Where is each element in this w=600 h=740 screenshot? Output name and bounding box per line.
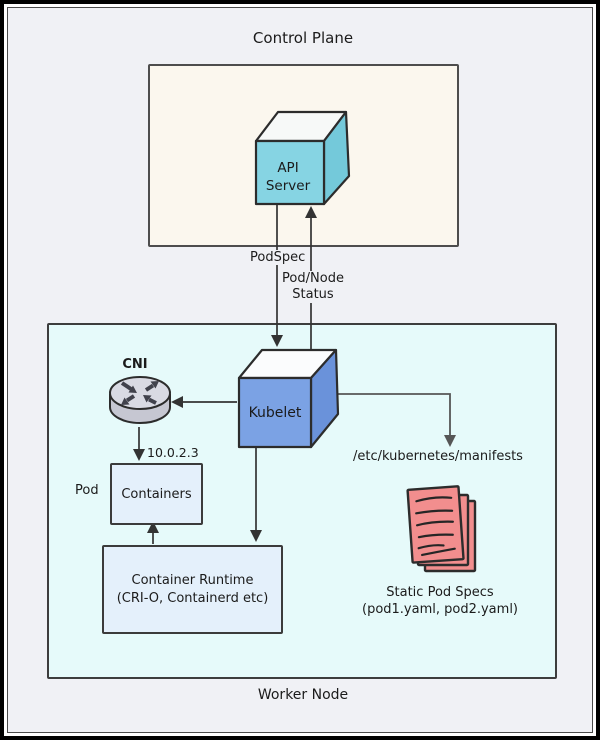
manifests-path-label: /etc/kubernetes/manifests [353, 449, 523, 464]
pod-node-status-label: Pod/Node Status [279, 271, 347, 303]
pod-label: Pod [75, 483, 99, 498]
pod-ip-label: 10.0.2.3 [147, 445, 199, 460]
api-server-label: API Server [252, 159, 324, 195]
static-pod-specs-label: Static Pod Specs (pod1.yaml, pod2.yaml) [362, 584, 518, 618]
containers-box: Containers [110, 463, 203, 525]
podspec-label: PodSpec [247, 250, 309, 265]
containers-label: Containers [121, 486, 192, 502]
stacked-files-icon [406, 485, 477, 573]
cni-label: CNI [122, 357, 148, 372]
container-runtime-line1: Container Runtime [131, 572, 254, 588]
router-icon [109, 376, 171, 424]
static-pod-specs-line1: Static Pod Specs [386, 585, 494, 600]
pod-node-status-line2: Status [292, 287, 334, 302]
api-server-label-line2: Server [265, 178, 311, 194]
worker-node-title: Worker Node [257, 687, 349, 703]
kubelet-label: Kubelet [248, 405, 302, 421]
pod-node-status-line1: Pod/Node [282, 271, 344, 286]
container-runtime-box: Container Runtime (CRI-O, Containerd etc… [102, 545, 283, 634]
static-pod-specs-line2: (pod1.yaml, pod2.yaml) [362, 602, 518, 617]
control-plane-title: Control Plane [252, 29, 354, 47]
container-runtime-line2: (CRI-O, Containerd etc) [116, 590, 269, 606]
api-server-label-line1: API [277, 160, 299, 176]
